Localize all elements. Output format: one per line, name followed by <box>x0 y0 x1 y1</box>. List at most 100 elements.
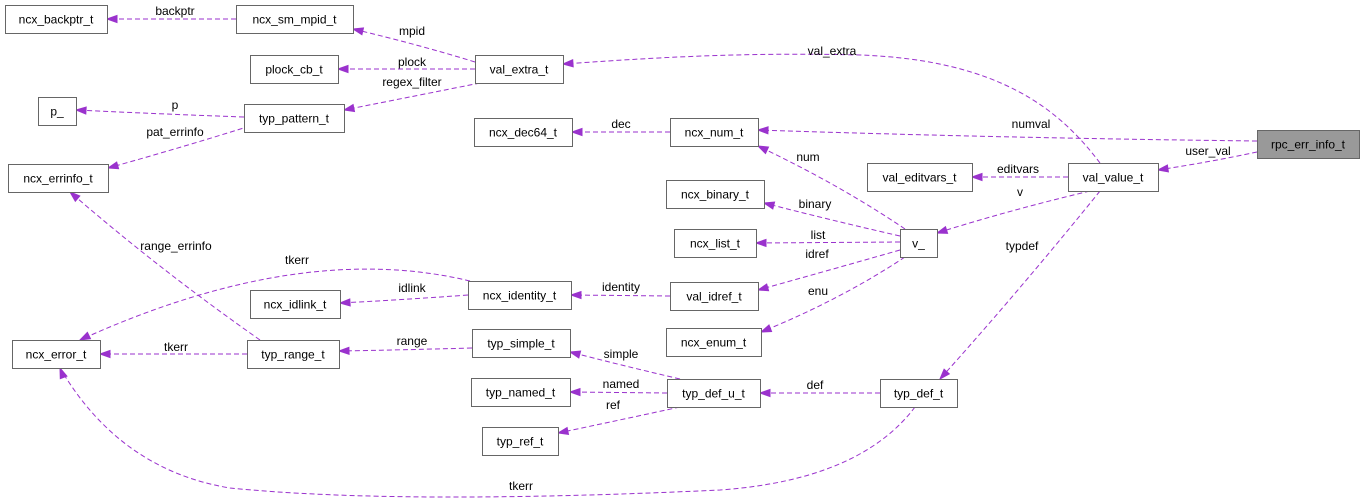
node-label: ncx_num_t <box>685 126 744 140</box>
node-ncx-idlink-t[interactable]: ncx_idlink_t <box>250 290 341 319</box>
edge-line-range_errinfo <box>69 191 261 341</box>
node-p-[interactable]: p_ <box>38 97 77 126</box>
node-label: typ_simple_t <box>487 337 555 351</box>
node-val-idref-t[interactable]: val_idref_t <box>670 282 759 311</box>
edge-line-p <box>75 109 245 118</box>
node-box[interactable] <box>471 378 571 407</box>
node-val-value-t[interactable]: val_value_t <box>1068 163 1159 192</box>
edge-line-binary <box>763 202 901 237</box>
edge-dec <box>570 127 670 137</box>
node-ncx-sm-mpid-t[interactable]: ncx_sm_mpid_t <box>236 5 354 34</box>
node-label: typ_ref_t <box>497 435 544 449</box>
edge-backptr <box>105 14 236 24</box>
node-box[interactable] <box>674 229 757 258</box>
node-box[interactable] <box>667 379 761 408</box>
node-box[interactable] <box>482 427 559 456</box>
node-ncx-binary-t[interactable]: ncx_binary_t <box>666 180 765 209</box>
node-ncx-num-t[interactable]: ncx_num_t <box>670 118 759 147</box>
node-ncx-list-t[interactable]: ncx_list_t <box>674 229 757 258</box>
edge-label-plock: plock <box>398 55 427 69</box>
arrowhead-icon <box>569 290 582 300</box>
node-plock-cb-t[interactable]: plock_cb_t <box>250 55 339 84</box>
node-typ-simple-t[interactable]: typ_simple_t <box>472 329 571 358</box>
edge-label-named: named <box>603 377 640 391</box>
node-box[interactable] <box>8 164 109 193</box>
node-ncx-identity-t[interactable]: ncx_identity_t <box>468 281 572 310</box>
node-box[interactable] <box>38 97 77 126</box>
node-typ-def-t[interactable]: typ_def_t <box>880 379 958 408</box>
edge-label-simple: simple <box>604 347 639 361</box>
node-typ-named-t[interactable]: typ_named_t <box>471 378 571 407</box>
node-box[interactable] <box>666 180 765 209</box>
node-box[interactable] <box>244 104 345 133</box>
edge-line-named <box>569 391 668 394</box>
edge-typdef <box>938 190 1101 381</box>
edge-label-numval: numval <box>1012 117 1051 131</box>
node-box[interactable] <box>670 282 759 311</box>
edge-mpid <box>351 27 476 63</box>
node-box[interactable] <box>247 340 340 369</box>
edge-label-mpid: mpid <box>399 24 425 38</box>
node-box[interactable] <box>670 118 759 147</box>
edge-line-regex_filter <box>343 82 481 111</box>
edge-label-range_errinfo: range_errinfo <box>140 239 212 253</box>
node-box[interactable] <box>12 340 101 369</box>
edge-label-backptr: backptr <box>155 4 194 18</box>
node-box[interactable] <box>5 5 108 34</box>
edge-def <box>758 388 880 398</box>
edge-p <box>74 106 245 118</box>
arrowhead-icon <box>74 106 87 115</box>
arrowhead-icon <box>338 298 351 307</box>
node-ncx-enum-t[interactable]: ncx_enum_t <box>666 328 762 357</box>
node-box[interactable] <box>250 55 339 84</box>
arrowhead-icon <box>756 145 770 155</box>
node-box[interactable] <box>475 55 564 84</box>
node-box[interactable] <box>1257 130 1360 159</box>
node-box[interactable] <box>472 329 571 358</box>
arrowhead-icon <box>337 346 350 355</box>
node-rpc-err-info-t[interactable]: rpc_err_info_t <box>1257 130 1360 159</box>
node-val-editvars-t[interactable]: val_editvars_t <box>867 163 973 192</box>
node-box[interactable] <box>236 5 354 34</box>
node-label: v_ <box>912 237 925 251</box>
node-ncx-backptr-t[interactable]: ncx_backptr_t <box>5 5 108 34</box>
node-box[interactable] <box>1068 163 1159 192</box>
edge-enu <box>759 256 906 333</box>
node-ncx-errinfo-t[interactable]: ncx_errinfo_t <box>8 164 109 193</box>
edge-label-num: num <box>796 150 819 164</box>
edge-line-typdef <box>939 190 1101 380</box>
arrowhead-icon <box>756 126 769 135</box>
edge-line-idlink <box>339 294 469 304</box>
node-typ-range-t[interactable]: typ_range_t <box>247 340 340 369</box>
edge-plock <box>336 64 475 74</box>
edge-ref <box>556 406 681 435</box>
node-ncx-error-t[interactable]: ncx_error_t <box>12 340 101 369</box>
edge-label-tkerr_range: tkerr <box>164 340 188 354</box>
node-box[interactable] <box>867 163 973 192</box>
edge-label-idref: idref <box>805 247 829 261</box>
node-val-extra-t[interactable]: val_extra_t <box>475 55 564 84</box>
edge-line-enu <box>760 256 906 333</box>
node-box[interactable] <box>474 118 573 147</box>
edge-label-v: v <box>1017 185 1023 199</box>
edge-tkerr_identity <box>78 268 471 341</box>
node-box[interactable] <box>666 328 762 357</box>
node-typ-def-u-t[interactable]: typ_def_u_t <box>667 379 761 408</box>
node-typ-ref-t[interactable]: typ_ref_t <box>482 427 559 456</box>
node-box[interactable] <box>468 281 572 310</box>
node-box[interactable] <box>880 379 958 408</box>
node-v-[interactable]: v_ <box>900 229 938 258</box>
arrowhead-icon <box>78 331 92 341</box>
node-box[interactable] <box>250 290 341 319</box>
edge-label-regex_filter: regex_filter <box>382 75 441 89</box>
edge-v <box>935 190 1091 234</box>
edge-tkerr_range <box>98 349 247 359</box>
node-ncx-dec64-t[interactable]: ncx_dec64_t <box>474 118 573 147</box>
node-label: val_value_t <box>1083 171 1144 185</box>
node-label: ncx_error_t <box>26 348 87 362</box>
node-typ-pattern-t[interactable]: typ_pattern_t <box>244 104 345 133</box>
node-box[interactable] <box>900 229 938 258</box>
node-label: typ_def_t <box>894 387 944 401</box>
arrowhead-icon <box>59 366 68 380</box>
edge-identity <box>569 290 671 300</box>
